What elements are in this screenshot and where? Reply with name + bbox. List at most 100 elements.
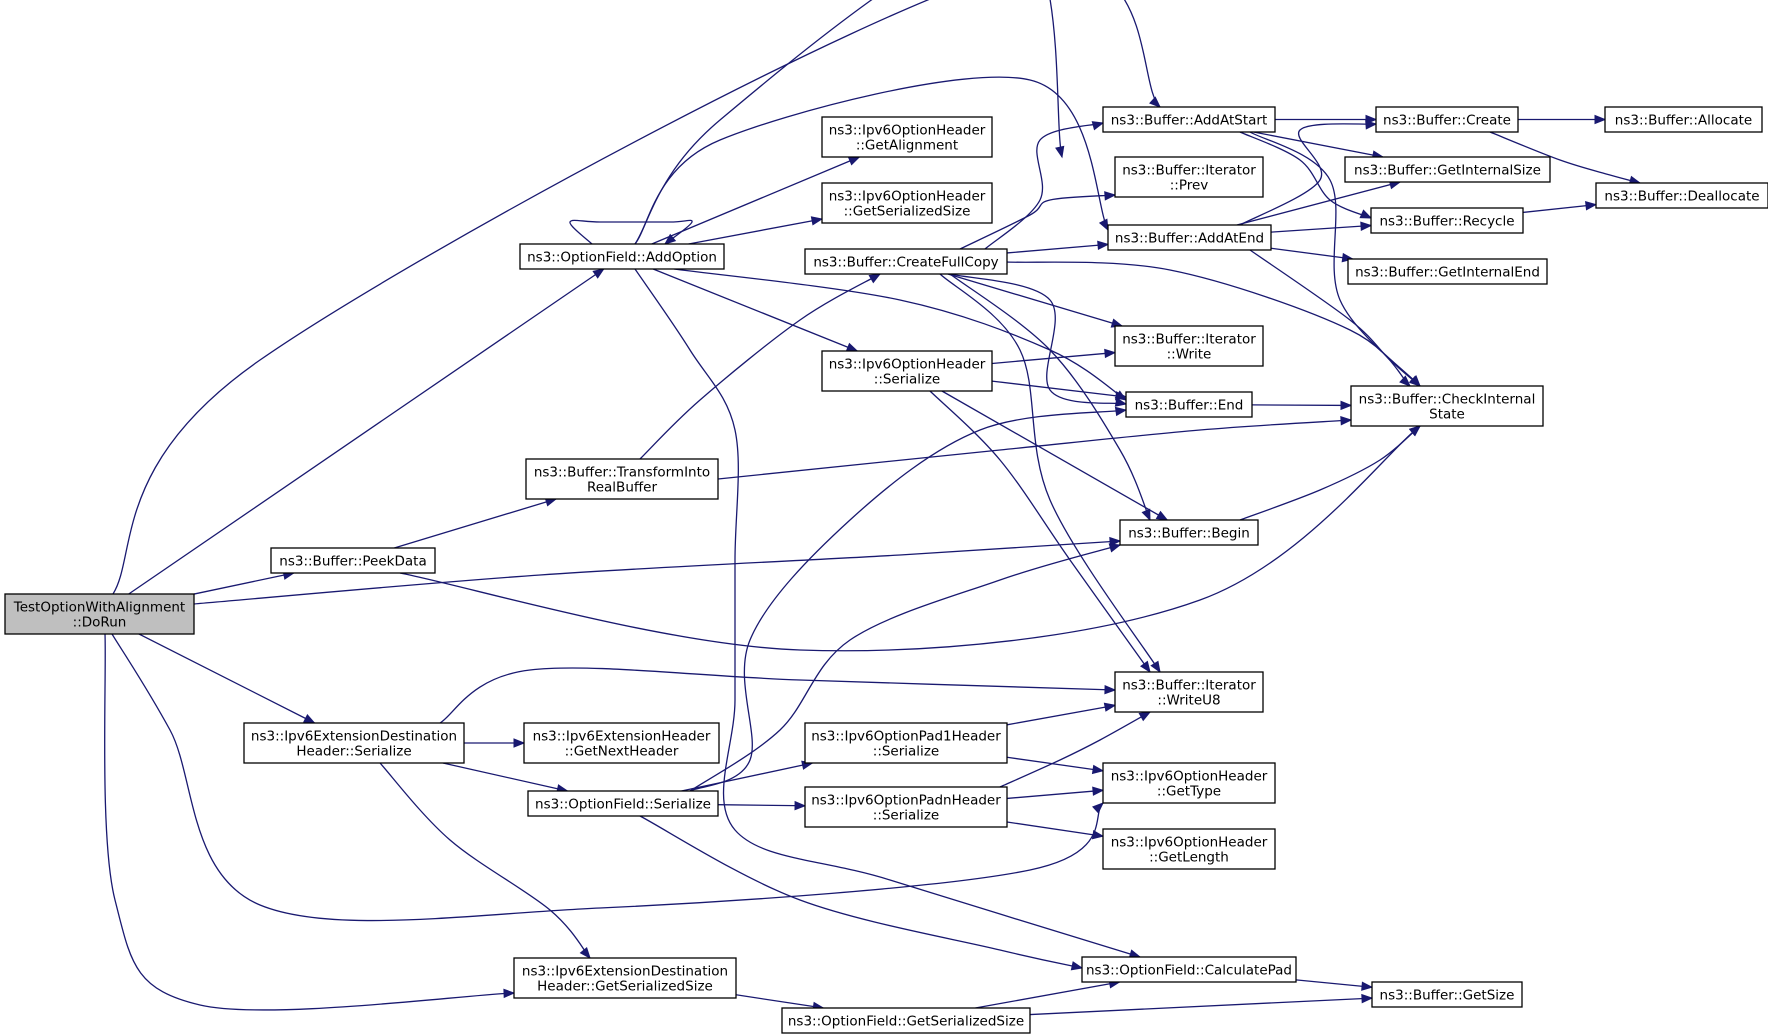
node-box	[821, 116, 993, 158]
edge-extdestser-to-extdestsize	[379, 762, 591, 960]
node-extdestser[interactable]: ns3::Ipv6ExtensionDestinationHeader::Ser…	[243, 722, 465, 764]
node-bufend[interactable]: ns3::Buffer::End	[1125, 391, 1253, 418]
arrow-head	[1585, 201, 1598, 211]
edge-line	[639, 815, 1083, 969]
node-getintsize[interactable]: ns3::Buffer::GetInternalSize	[1344, 156, 1551, 183]
arrow-head	[1149, 96, 1161, 108]
node-box	[1102, 762, 1276, 804]
edge-line	[689, 544, 1121, 792]
node-addopt[interactable]: ns3::OptionField::AddOption	[519, 243, 725, 270]
node-bufcreate[interactable]: ns3::Buffer::Create	[1375, 106, 1519, 133]
edge-line	[735, 994, 824, 1009]
node-iterprev[interactable]: ns3::Buffer::Iterator::Prev	[1114, 156, 1264, 198]
edge-optfieldser-to-bufbegin	[689, 543, 1122, 792]
arrow-head	[810, 216, 824, 226]
node-bufbegin[interactable]: ns3::Buffer::Begin	[1119, 519, 1259, 546]
node-box	[4, 593, 195, 635]
arrow-head	[845, 342, 859, 352]
edge-line	[947, 273, 1123, 327]
edge-line	[439, 667, 1116, 724]
edge-addatend-to-bufcreate	[1239, 120, 1378, 226]
node-recycle[interactable]: ns3::Buffer::Recycle	[1370, 207, 1524, 234]
edge-line	[1249, 249, 1421, 387]
node-getsersize[interactable]: ns3::Ipv6OptionHeader::GetSerializedSize	[821, 182, 993, 224]
edge-line	[1251, 404, 1352, 407]
edge-bufend-to-checkint	[1251, 400, 1353, 411]
node-writeu8[interactable]: ns3::Buffer::Iterator::WriteU8	[1114, 671, 1264, 713]
node-peekdata[interactable]: ns3::Buffer::PeekData	[270, 547, 436, 574]
node-allocate[interactable]: ns3::Buffer::Allocate	[1604, 106, 1763, 133]
node-box	[519, 243, 725, 270]
node-optfieldser[interactable]: ns3::OptionField::Serialize	[527, 790, 719, 817]
edge-line	[569, 219, 693, 245]
edge-line	[1253, 131, 1384, 158]
edge-line	[991, 351, 1116, 365]
edge-addatend-to-checkint	[1249, 249, 1422, 387]
node-getsize[interactable]: ns3::Buffer::GetSize	[1371, 981, 1523, 1008]
node-label: ::GetLength	[1149, 850, 1229, 866]
arrow-head	[503, 988, 516, 999]
node-label: ns3::OptionField::GetSerializedSize	[788, 1014, 1024, 1030]
arrow-head	[1360, 221, 1373, 231]
node-label: ns3::Buffer::Begin	[1128, 526, 1250, 542]
edge-line	[949, 273, 1127, 405]
edge-dorun-to-bufbegin	[193, 536, 1122, 605]
node-label: ns3::Ipv6ExtensionDestination	[522, 964, 728, 980]
node-createfull[interactable]: ns3::Buffer::CreateFullCopy	[804, 248, 1008, 275]
edge-line	[104, 633, 515, 1011]
node-getnexthdr[interactable]: ns3::Ipv6ExtensionHeader::GetNextHeader	[523, 722, 720, 764]
node-addatstart[interactable]: ns3::Buffer::AddAtStart	[1102, 106, 1276, 133]
node-box	[1375, 106, 1519, 133]
node-gettype[interactable]: ns3::Ipv6OptionHeader::GetType	[1102, 762, 1276, 804]
node-label: ns3::Buffer::GetSize	[1380, 988, 1515, 1004]
node-label: ns3::Buffer::Recycle	[1379, 214, 1514, 230]
arrow-head	[513, 738, 526, 748]
node-iterwrite[interactable]: ns3::Buffer::Iterator::Write	[1114, 325, 1264, 367]
node-dealloc[interactable]: ns3::Buffer::Deallocate	[1595, 182, 1768, 209]
node-box	[1371, 981, 1523, 1008]
node-label: State	[1429, 407, 1465, 423]
edge-addopt-to-addopt	[569, 219, 693, 245]
node-label: ns3::Buffer::TransformInto	[534, 465, 710, 481]
node-label: ns3::OptionField::Serialize	[535, 797, 711, 813]
edge-line	[984, 122, 1104, 250]
arrow-head	[592, 268, 605, 279]
node-ipv6optser[interactable]: ns3::Ipv6OptionHeader::Serialize	[821, 350, 993, 392]
edge-line	[681, 762, 813, 792]
node-label: ns3::Buffer::End	[1135, 398, 1244, 414]
edge-addopt-to-iterprev	[634, 0, 1065, 245]
node-addatend[interactable]: ns3::Buffer::AddAtEnd	[1107, 224, 1272, 251]
edge-line	[442, 762, 568, 792]
arrow-head	[1115, 391, 1128, 401]
node-box	[1347, 258, 1548, 285]
node-getalign[interactable]: ns3::Ipv6OptionHeader::GetAlignment	[821, 116, 993, 158]
edge-line	[1489, 131, 1641, 184]
edge-line	[1006, 704, 1116, 726]
node-box	[243, 722, 465, 764]
edge-line	[1239, 123, 1377, 226]
node-label: ::GetAlignment	[856, 138, 958, 154]
node-calcpad[interactable]: ns3::OptionField::CalculatePad	[1081, 956, 1297, 983]
node-label: ns3::OptionField::CalculatePad	[1086, 963, 1292, 979]
edge-line	[193, 572, 294, 595]
node-label: ns3::Buffer::GetInternalSize	[1354, 163, 1541, 179]
node-dorun[interactable]: TestOptionWithAlignment::DoRun	[4, 593, 195, 635]
edge-line	[112, 0, 1161, 595]
edge-line	[111, 633, 1104, 922]
node-box	[1102, 828, 1276, 870]
node-getlength[interactable]: ns3::Ipv6OptionHeader::GetLength	[1102, 828, 1276, 870]
node-pad1ser[interactable]: ns3::Ipv6OptionPad1Header::Serialize	[804, 722, 1008, 764]
node-optfieldsize[interactable]: ns3::OptionField::GetSerializedSize	[781, 1007, 1031, 1034]
arrow-head	[1092, 786, 1105, 796]
node-padnser[interactable]: ns3::Ipv6OptionPadnHeader::Serialize	[804, 786, 1008, 828]
arrow-head	[1408, 375, 1422, 387]
node-extdestsize[interactable]: ns3::Ipv6ExtensionDestinationHeader::Get…	[513, 957, 737, 999]
node-label: ns3::Ipv6OptionHeader	[1111, 835, 1268, 851]
arrow-head	[1594, 114, 1607, 125]
node-getintend[interactable]: ns3::Buffer::GetInternalEnd	[1347, 258, 1548, 285]
arrow-head	[1055, 145, 1065, 159]
node-box	[1114, 325, 1264, 367]
edge-line	[1295, 979, 1373, 988]
